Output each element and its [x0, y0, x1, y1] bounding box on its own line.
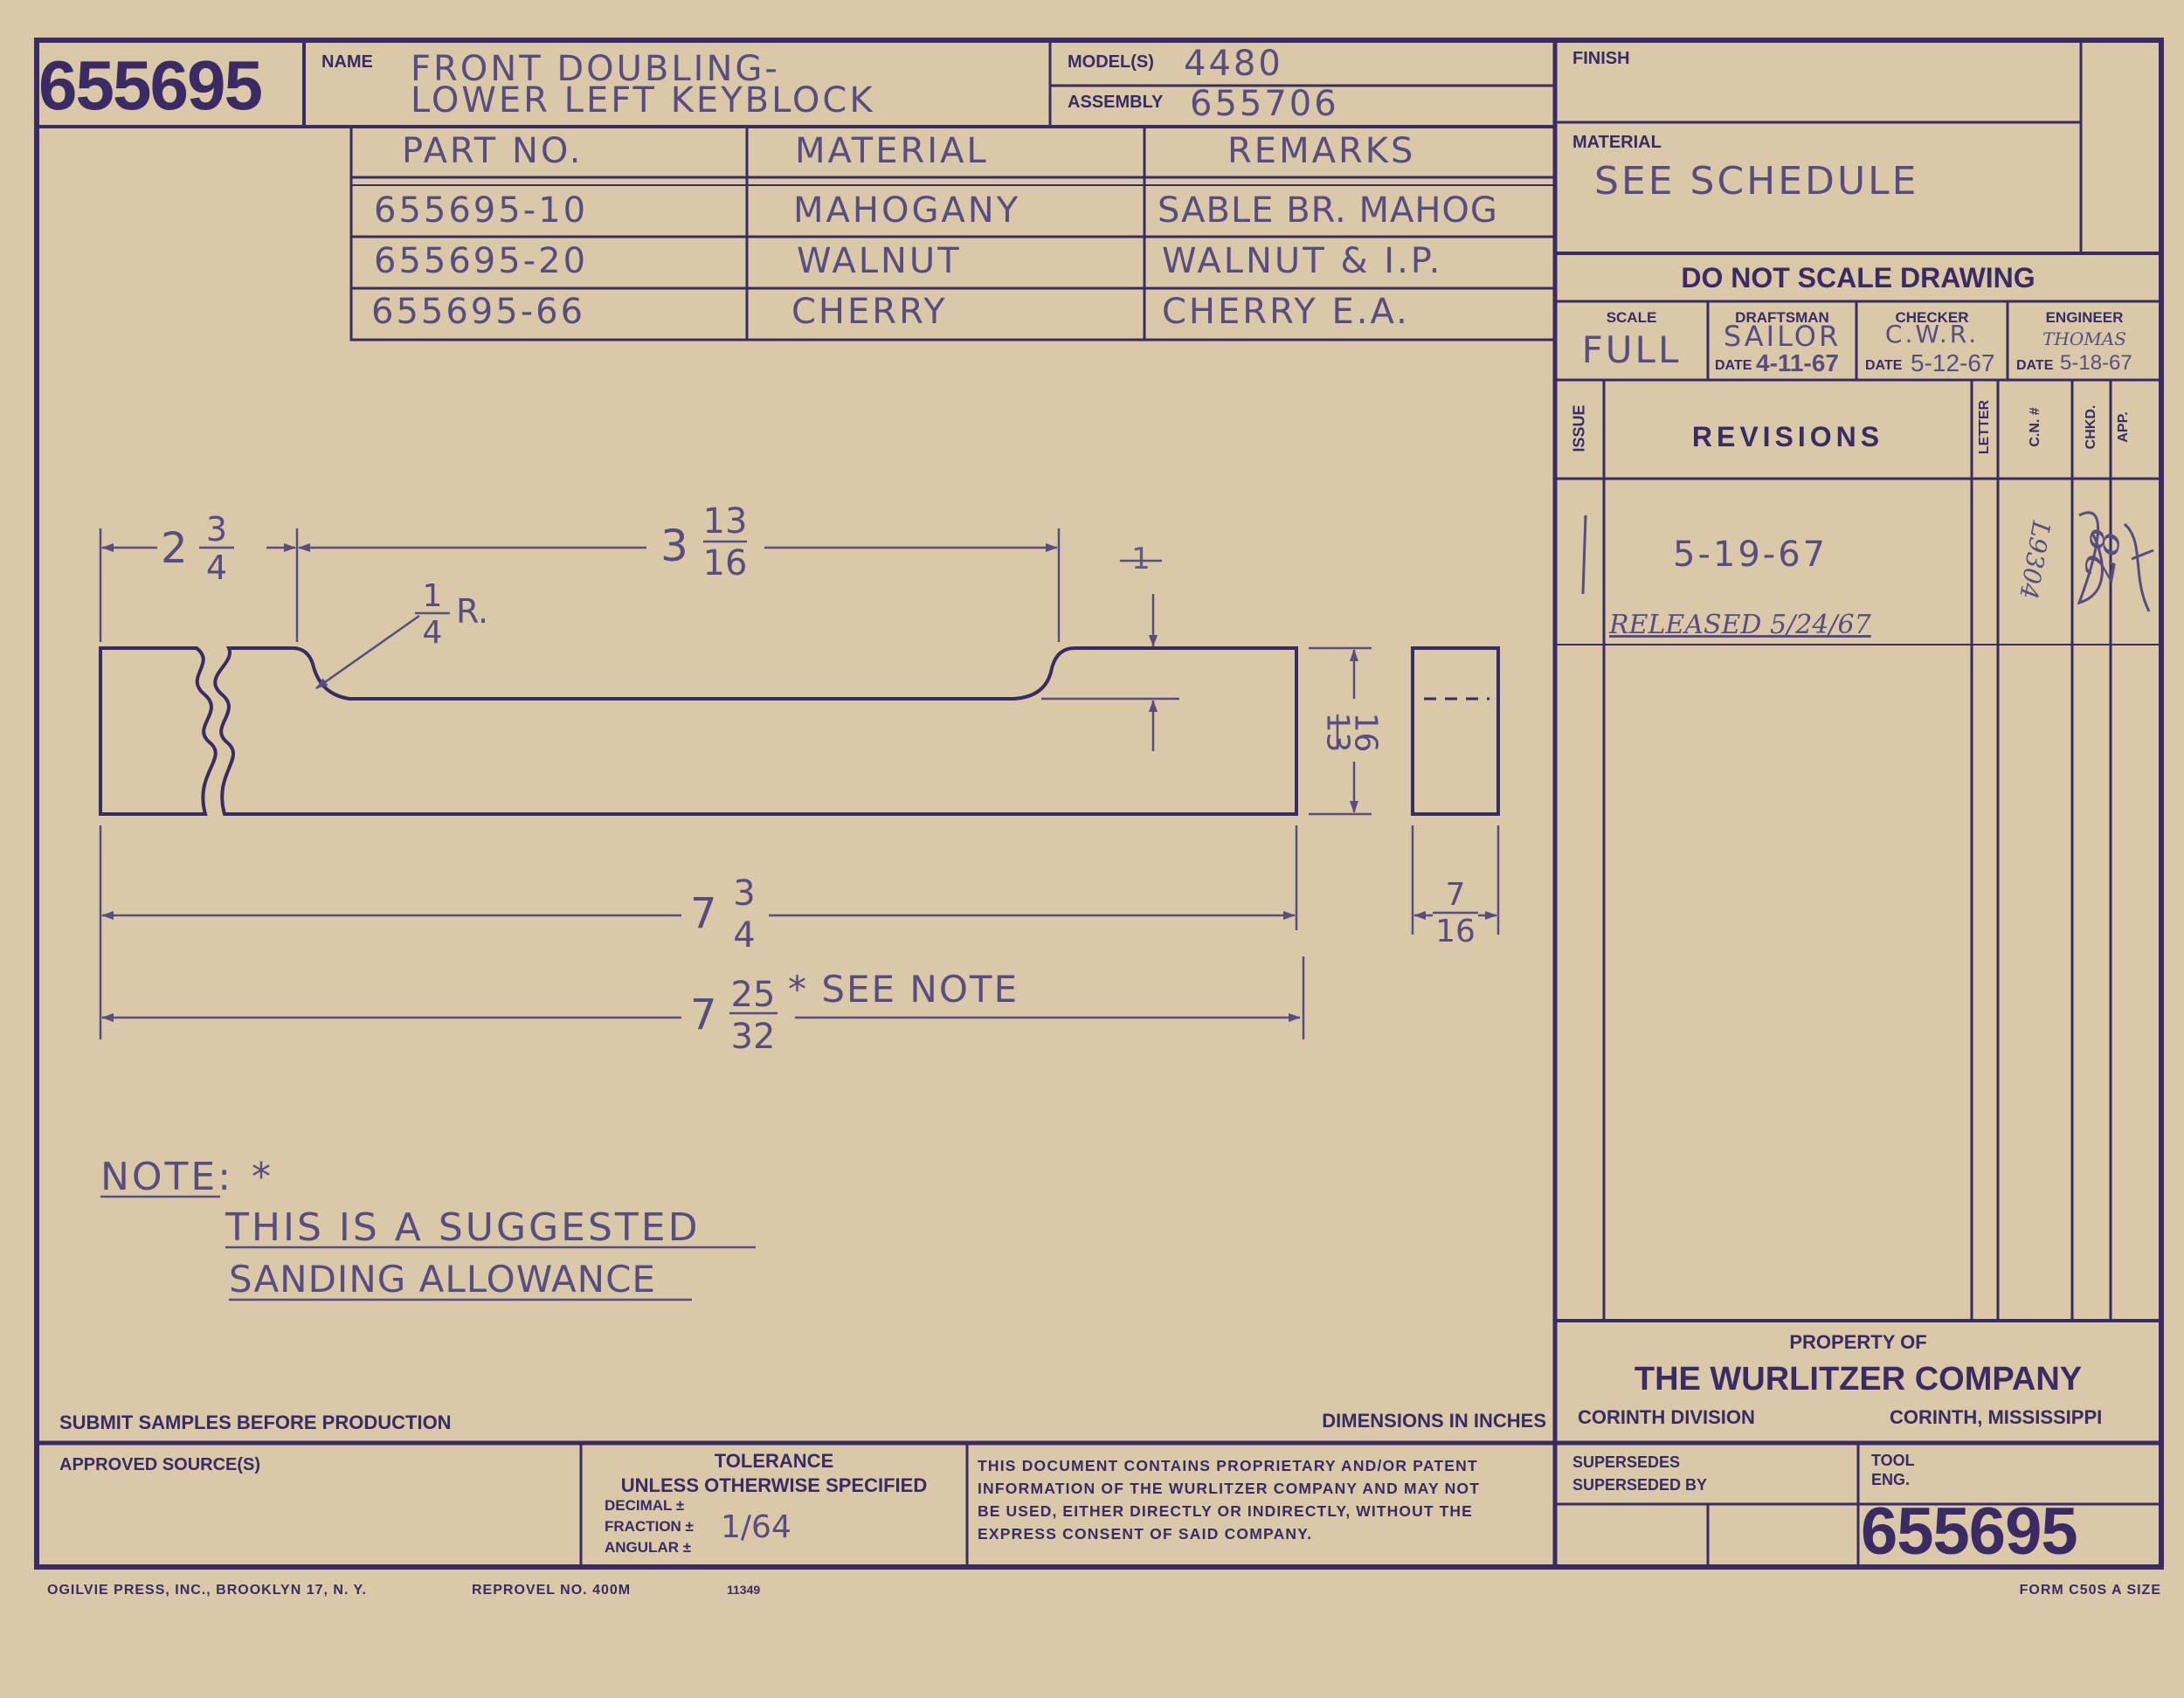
schedule-row-1-part: 655695-10: [374, 190, 589, 231]
dim-width-den: 16: [1435, 914, 1476, 949]
draftsman-label: DRAFTSMAN: [1735, 309, 1829, 326]
tolerance-angular: ANGULAR ±: [605, 1539, 692, 1556]
note-line1: THIS IS A SUGGESTED: [225, 1205, 701, 1250]
draftsman-date-label: DATE: [1715, 358, 1752, 373]
part-name-line1: FRONT DOUBLING-: [411, 49, 780, 89]
name-label: NAME: [321, 52, 373, 72]
schedule-row-1-material: MAHOGANY: [793, 190, 1021, 231]
dim-left-num: 3: [205, 510, 228, 549]
superseded-by-label: SUPERSEDED BY: [1572, 1476, 1708, 1494]
dim-radius-den: 4: [422, 615, 443, 651]
schedule-row-2-material: WALNUT: [797, 241, 962, 281]
dim-length2-note: * SEE NOTE: [788, 968, 1019, 1011]
revisions-title: REVISIONS: [1691, 421, 1884, 452]
tool-label: TOOL: [1871, 1452, 1915, 1469]
material-value: SEE SCHEDULE: [1594, 159, 1919, 204]
scale-label: SCALE: [1606, 309, 1657, 326]
checker-value: C.W.R.: [1884, 320, 1980, 349]
dim-length1-whole: 7: [690, 889, 717, 938]
division-name: CORINTH DIVISION: [1578, 1406, 1755, 1428]
do-not-scale-notice: DO NOT SCALE DRAWING: [1681, 262, 2035, 293]
revisions-issue-label: ISSUE: [1570, 404, 1588, 452]
revision-checked-initials: 28: [2075, 525, 2131, 584]
engineer-label: ENGINEER: [2045, 309, 2124, 326]
dim-radius-num: 1: [422, 578, 443, 614]
note-label: NOTE:: [100, 1155, 234, 1199]
scale-value: FULL: [1581, 328, 1682, 371]
company-name: THE WURLITZER COMPANY: [1634, 1361, 2083, 1398]
schedule-row-3-remarks: CHERRY E.A.: [1162, 292, 1410, 332]
schedule-row-3-material: CHERRY: [791, 292, 948, 332]
submit-samples-notice: SUBMIT SAMPLES BEFORE PRODUCTION: [59, 1412, 452, 1433]
property-of-label: PROPERTY OF: [1789, 1331, 1927, 1353]
revision-note: RELEASED 5/24/67: [1609, 610, 1871, 640]
engineer-value: THOMAS: [2042, 328, 2126, 349]
tolerance-decimal: DECIMAL ±: [605, 1497, 685, 1514]
part-name-line2: LOWER LEFT KEYBLOCK: [411, 80, 875, 121]
supersedes-label: SUPERSEDES: [1572, 1453, 1681, 1471]
legal-line-1: THIS DOCUMENT CONTAINS PROPRIETARY AND/O…: [978, 1457, 1478, 1474]
dim-height-den: 16: [1347, 712, 1384, 753]
dimensions-in-inches: DIMENSIONS IN INCHES: [1322, 1410, 1546, 1432]
checker-date-label: DATE: [1865, 358, 1903, 373]
dim-left-den: 4: [205, 549, 228, 587]
revision-date: 5-19-67: [1673, 535, 1828, 575]
print-code: 11349: [727, 1583, 761, 1597]
material-label: MATERIAL: [1572, 133, 1662, 152]
finish-label: FINISH: [1572, 49, 1630, 68]
models-label: MODEL(S): [1068, 52, 1154, 72]
draftsman-value: SAILOR: [1723, 320, 1842, 353]
schedule-row-2-part: 655695-20: [374, 241, 589, 281]
schedule-row-3-part: 655695-66: [371, 292, 586, 332]
checker-label: CHECKER: [1895, 309, 1969, 326]
dim-length1-num: 3: [733, 873, 756, 914]
dim-length2-whole: 7: [690, 990, 717, 1039]
dim-top-num: 13: [702, 501, 748, 542]
tolerance-fraction-value: 1/64: [721, 1509, 791, 1545]
dim-left-whole: 2: [161, 524, 188, 573]
dim-length1-den: 4: [733, 915, 756, 956]
dim-length2-num: 25: [730, 975, 776, 1015]
draftsman-date: 4-11-67: [1756, 349, 1839, 376]
form-size-label: FORM C50S A SIZE: [2019, 1583, 2161, 1598]
drawing-number-bottom: 655695: [1861, 1494, 2078, 1569]
tolerance-unless: UNLESS OTHERWISE SPECIFIED: [620, 1474, 928, 1496]
schedule-header-remarks: REMARKS: [1227, 131, 1416, 171]
dim-radius-suffix: R.: [456, 592, 489, 631]
legal-line-3: BE USED, EITHER DIRECTLY OR INDIRECTLY, …: [978, 1502, 1473, 1520]
legal-line-2: INFORMATION OF THE WURLITZER COMPANY AND…: [978, 1480, 1481, 1497]
revisions-cn-label: C.N. #: [2028, 407, 2042, 447]
dim-depth-num: 1: [1131, 542, 1151, 576]
tolerance-fraction: FRACTION ±: [605, 1518, 694, 1535]
reprovel-number: REPROVEL NO. 400M: [472, 1583, 632, 1598]
revisions-chkd-label: CHKD.: [2084, 404, 2098, 450]
revisions-app-label: APP.: [2116, 411, 2131, 443]
company-location: CORINTH, MISSISSIPPI: [1890, 1406, 2103, 1428]
note-line2: SANDING ALLOWANCE: [229, 1258, 656, 1301]
dim-top-whole: 3: [660, 521, 688, 571]
note-star: *: [252, 1155, 273, 1199]
revisions-letter-label: LETTER: [1977, 399, 1992, 455]
dim-length2-den: 32: [730, 1017, 776, 1057]
dim-top-den: 16: [702, 543, 748, 583]
checker-date: 5-12-67: [1911, 349, 1995, 376]
schedule-row-2-remarks: WALNUT & I.P.: [1162, 241, 1443, 281]
schedule-header-material: MATERIAL: [795, 131, 989, 171]
legal-line-4: EXPRESS CONSENT OF SAID COMPANY.: [978, 1525, 1313, 1543]
eng-label: ENG.: [1871, 1471, 1911, 1488]
schedule-row-1-remarks: SABLE BR. MAHOG: [1158, 190, 1498, 231]
printer-credit: OGILVIE PRESS, INC., BROOKLYN 17, N. Y.: [47, 1583, 367, 1598]
assembly-value: 655706: [1190, 84, 1339, 124]
approved-sources-label: APPROVED SOURCE(S): [59, 1455, 261, 1474]
assembly-label: ASSEMBLY: [1068, 93, 1164, 112]
engineer-date: 5-18-67: [2060, 351, 2132, 375]
engineer-date-label: DATE: [2016, 358, 2054, 373]
tolerance-label: TOLERANCE: [714, 1450, 834, 1472]
schedule-header-part-no: PART NO.: [402, 131, 584, 171]
drawing-number-top: 655695: [38, 46, 263, 124]
models-value: 4480: [1184, 44, 1283, 84]
dim-width-num: 7: [1445, 877, 1466, 913]
